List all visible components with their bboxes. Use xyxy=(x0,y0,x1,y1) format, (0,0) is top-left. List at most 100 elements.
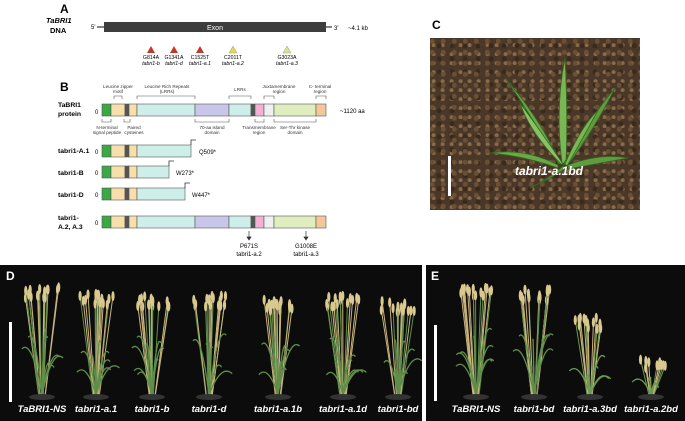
missense-name: A.2, A.3 xyxy=(58,224,83,231)
mature-plants-photo-e: E TaBRI1-NS tabri1-bd tabri1-a.3bd tabri… xyxy=(426,265,685,421)
mutation-allele: tabri1-b xyxy=(142,61,160,67)
triangle-icon xyxy=(282,45,292,54)
stop-codon: Q509* xyxy=(199,150,217,156)
mutation-allele: tabri1-d xyxy=(165,61,184,67)
annotation-kinase: domain xyxy=(287,130,303,135)
gene-length: ~4.1 kb xyxy=(348,26,369,32)
stop-codon-icon xyxy=(184,182,190,188)
mutation-allele: tabri1-a.2 xyxy=(222,61,244,67)
triangle-icon xyxy=(147,46,155,53)
triangle-icon xyxy=(170,46,178,53)
variant-bar-d xyxy=(101,187,186,201)
annotation-transmembrane: Transmembrane xyxy=(242,125,276,130)
scale-bar xyxy=(434,325,437,401)
three-prime-label: 3' xyxy=(334,26,338,32)
wheat-plant xyxy=(512,284,554,400)
annotation-c-terminal: region xyxy=(314,89,327,94)
variant-name: tabri1-A.1 xyxy=(58,148,90,155)
plants-d xyxy=(21,282,422,400)
missense-allele: tabri1-a.3 xyxy=(293,252,319,258)
mature-plants-photo-d: D TaBRI1-NS tabri1-a.1 tabri1-b tabri1-d… xyxy=(0,265,422,421)
missense-bar xyxy=(101,215,327,229)
mutation-position: G3023A xyxy=(277,55,297,61)
missense-position: G1008E xyxy=(295,244,317,250)
stop-codon: W273* xyxy=(176,171,195,177)
plants-e xyxy=(455,282,667,400)
missense-position: P671S xyxy=(240,244,258,250)
wheat-plant xyxy=(325,290,367,400)
plant-label: tabri1-a.1 xyxy=(74,404,118,415)
panel-label-a: A xyxy=(60,2,69,16)
annotation-kinase: Ser-Thr kinase xyxy=(280,125,311,130)
five-prime-label: 5' xyxy=(91,25,95,31)
annotation-lrrs: LRRs xyxy=(234,87,246,92)
protein-type: protein xyxy=(58,111,81,118)
annotation-paired-cysteines: Paired xyxy=(127,125,141,130)
mutation-position: G814A xyxy=(143,55,160,61)
wheat-plant xyxy=(631,354,667,400)
variant-bar-a1 xyxy=(101,144,192,158)
annotation-signal-peptide: signal peptide xyxy=(93,130,122,135)
mutation-marker: G814A tabri1-b xyxy=(142,46,160,67)
wheat-plant xyxy=(568,312,612,400)
annotation-paired-cysteines: cysteines xyxy=(124,130,144,135)
protein-start: 0 xyxy=(95,110,99,116)
mutation-allele: tabri1-a.3 xyxy=(276,61,298,67)
wheat-plant xyxy=(192,290,233,400)
missense-name: tabri1- xyxy=(58,215,79,222)
variant-start: 0 xyxy=(95,193,99,199)
triangle-icon xyxy=(228,45,238,54)
mutation-marker: C1525T tabri1-a.1 xyxy=(189,46,211,67)
arrow-down-icon xyxy=(246,231,309,241)
plant-label: TaBRI1-NS xyxy=(17,404,67,415)
plant-label: tabri1-a.1b xyxy=(253,404,303,415)
plant-label: tabri1-d xyxy=(191,404,227,415)
stop-codon-icon xyxy=(168,160,174,166)
wheat-plant xyxy=(258,294,301,400)
annotation-island-domain: 70-aa island xyxy=(199,125,224,130)
wheat-plant xyxy=(76,288,120,400)
plant-label: tabri1-b xyxy=(134,404,170,415)
variant-name: tabri1-D xyxy=(58,192,84,199)
stop-codon: W447* xyxy=(192,193,211,199)
panel-label-b: B xyxy=(60,80,69,94)
gene-type: DNA xyxy=(50,26,67,35)
plant-label: tabri1-bd xyxy=(377,404,419,415)
annotation-lrr: (LRRs) xyxy=(160,89,175,94)
scale-bar xyxy=(448,156,451,196)
annotation-signal-peptide: N-terminal xyxy=(96,125,117,130)
panel-label-e: E xyxy=(431,269,440,283)
wheat-plant xyxy=(21,282,64,400)
protein-name: TaBRI1 xyxy=(58,102,81,109)
annotation-juxtamembrane: Juxtamembrane xyxy=(263,84,296,89)
variant-name: tabri1-B xyxy=(58,170,84,177)
annotation-transmembrane: region xyxy=(253,130,266,135)
mutation-position: G1341A xyxy=(164,55,184,61)
mutation-position: C1525T xyxy=(191,55,210,61)
plant-label: TaBRI1-NS xyxy=(451,404,501,415)
exon-bar xyxy=(104,22,326,32)
variant-start: 0 xyxy=(95,150,99,156)
wheat-plant xyxy=(455,282,495,400)
mutation-position: C2011T xyxy=(224,55,243,61)
panel-label-d: D xyxy=(6,269,15,283)
annotation-lrr: Leucine Rich Repeats xyxy=(145,84,191,89)
missense-allele: tabri1-a.2 xyxy=(236,252,262,258)
missense-start: 0 xyxy=(95,221,99,227)
wheat-plant xyxy=(379,296,422,400)
wheat-plant xyxy=(131,291,171,400)
plant-label: tabri1-a.3bd xyxy=(563,404,617,415)
annotation-juxtamembrane: region xyxy=(273,89,286,94)
scale-bar xyxy=(9,322,12,402)
mutation-marker: C2011T tabri1-a.2 xyxy=(222,45,244,67)
stop-codon-icon xyxy=(190,139,196,145)
plant-label: tabri1-a.1d xyxy=(318,404,368,415)
plant-label: tabri1-a.2bd xyxy=(624,404,678,415)
gene-name: TaBRI1 xyxy=(46,16,72,25)
annotation-c-terminal: C- terminal xyxy=(309,84,331,89)
triangle-icon xyxy=(196,46,204,53)
plant-label: tabri1-bd xyxy=(513,404,555,415)
mutation-marker: G3023A tabri1-a.3 xyxy=(276,45,298,67)
seedling-plant xyxy=(489,57,629,189)
annotation-island-domain: domain xyxy=(204,130,220,135)
